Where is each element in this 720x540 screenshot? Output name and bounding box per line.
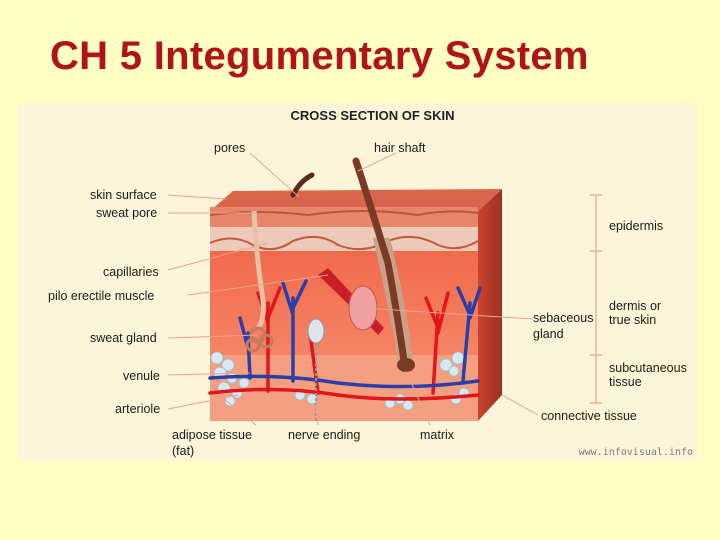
sweat-gland-coil	[245, 326, 274, 353]
label-matrix: matrix	[420, 428, 455, 442]
label-skin-surface: skin surface	[90, 188, 157, 202]
figure-heading: CROSS SECTION OF SKIN	[290, 108, 455, 123]
layer-bracket	[590, 194, 602, 404]
label-pores: pores	[214, 141, 246, 155]
slide-title: CH 5 Integumentary System	[50, 34, 589, 78]
label-sweat-pore: sweat pore	[96, 206, 158, 220]
epidermis-base	[210, 227, 478, 253]
label-tissue: tissue	[609, 375, 642, 389]
label-gland: gland	[533, 327, 564, 341]
hair-bulb	[397, 358, 415, 372]
label-nerve-ending: nerve ending	[288, 428, 361, 442]
skin-block-side	[478, 189, 502, 421]
nerve-ending-capsule	[307, 318, 325, 344]
label-capillaries: capillaries	[103, 265, 159, 279]
label-connective-tissue: connective tissue	[541, 409, 637, 423]
label-adipose-tissue: adipose tissue	[172, 428, 252, 442]
hair-shaft	[352, 157, 408, 365]
label-dermis: dermis or	[609, 299, 662, 313]
sweat-gland-duct	[251, 210, 266, 330]
skin-block-top	[210, 189, 502, 211]
leader-lines	[167, 152, 539, 426]
label-sweat-gland: sweat gland	[90, 331, 157, 345]
label-adipose-fat: (fat)	[172, 444, 195, 458]
label-epidermis: epidermis	[609, 219, 664, 233]
skin-illustration	[167, 152, 602, 426]
label-arteriole: arteriole	[115, 402, 161, 416]
label-pilo-erectile-muscle: pilo erectile muscle	[48, 289, 155, 303]
label-subcutaneous: subcutaneous	[609, 361, 687, 375]
label-hair-shaft: hair shaft	[374, 141, 426, 155]
skin-cross-section-figure: CROSS SECTION OF SKIN pores hair shaft s…	[18, 103, 697, 461]
label-true-skin: true skin	[609, 313, 657, 327]
label-venule: venule	[123, 369, 160, 383]
watermark: www.infovisual.info	[578, 447, 693, 458]
label-sebaceous: sebaceous	[533, 311, 594, 325]
